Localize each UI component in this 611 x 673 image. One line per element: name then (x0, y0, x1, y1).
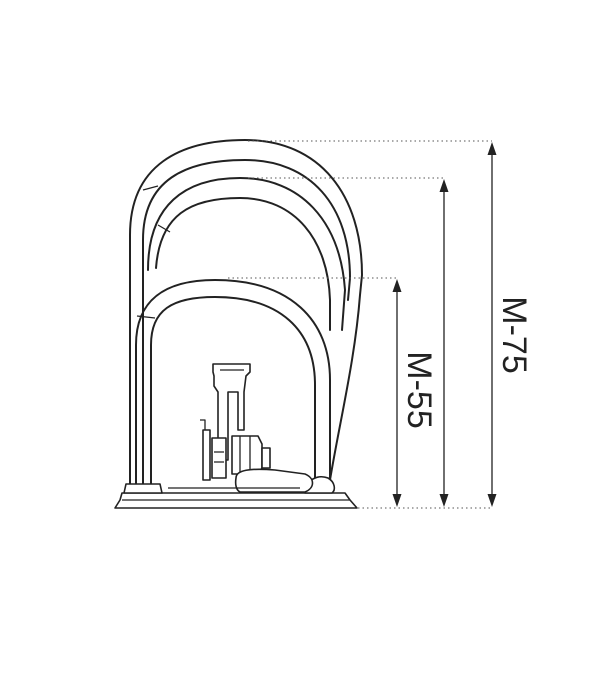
dimension-m75: M-75 (487, 142, 533, 507)
wedge-mechanism (168, 363, 314, 493)
dimension-middle-arrow (439, 179, 449, 507)
arch-m75 (129, 139, 363, 485)
base-plate (114, 492, 358, 509)
extension-lines (228, 140, 492, 509)
label-m55: M-55 (400, 351, 438, 428)
arch-middle (147, 177, 346, 331)
arch-m55 (135, 279, 331, 485)
label-m75: M-75 (495, 296, 533, 373)
dimension-m55: M-55 (392, 279, 438, 507)
